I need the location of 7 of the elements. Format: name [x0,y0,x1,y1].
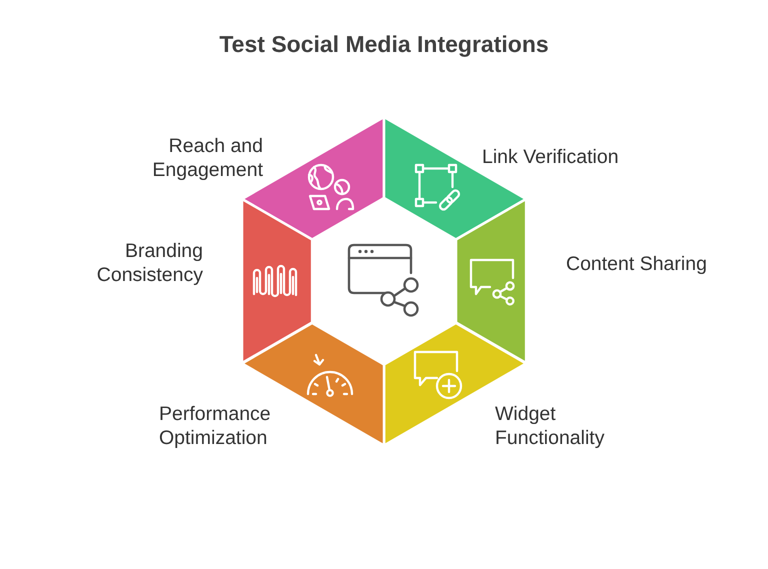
segment-label: Content Sharing [566,252,708,276]
segment-label: Performance Optimization [159,402,272,450]
segment-label: Reach and Engagement [151,134,263,182]
segment-label: Widget Functionality [495,402,606,450]
segment-label: Branding Consistency [96,239,203,287]
segment-label: Link Verification [482,145,620,169]
diagram-title: Test Social Media Integrations [219,30,549,59]
